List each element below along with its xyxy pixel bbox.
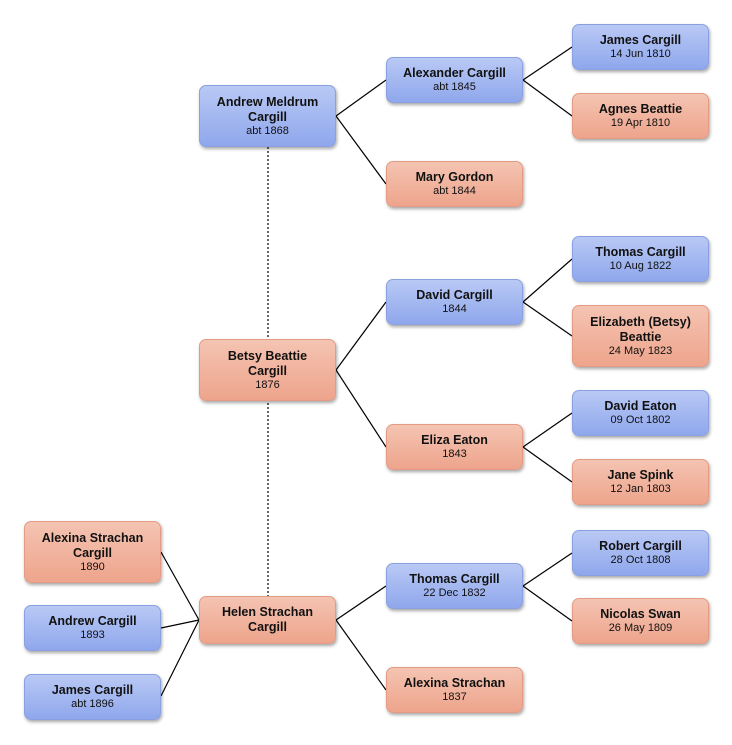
person-card-thomas-cargill-1822[interactable]: Thomas Cargill 10 Aug 1822 bbox=[572, 236, 709, 282]
person-name: David Eaton bbox=[604, 399, 677, 413]
person-date: 09 Oct 1802 bbox=[610, 414, 671, 426]
person-card-alexina-strachan[interactable]: Alexina Strachan 1837 bbox=[386, 667, 523, 713]
child-link bbox=[160, 619, 200, 629]
person-name: Andrew Cargill bbox=[48, 614, 137, 628]
person-date: abt 1845 bbox=[433, 81, 476, 93]
person-card-elizabeth-betsy-beattie[interactable]: Elizabeth (Betsy) Beattie 24 May 1823 bbox=[572, 305, 709, 367]
person-name: Cargill bbox=[248, 363, 287, 378]
person-name: Cargill bbox=[248, 109, 287, 124]
parent-link bbox=[522, 446, 573, 483]
person-name: Elizabeth (Betsy) bbox=[590, 314, 691, 329]
person-date: abt 1868 bbox=[246, 124, 289, 137]
person-name: Nicolas Swan bbox=[600, 607, 681, 621]
parent-link bbox=[335, 585, 387, 621]
person-card-thomas-cargill-1832[interactable]: Thomas Cargill 22 Dec 1832 bbox=[386, 563, 523, 609]
person-name: Helen Strachan bbox=[221, 605, 313, 619]
child-link bbox=[160, 619, 200, 697]
person-card-alexina-strachan-cargill[interactable]: Alexina Strachan Cargill 1890 bbox=[24, 521, 161, 583]
person-name: Mary Gordon bbox=[415, 170, 494, 184]
person-date: 22 Dec 1832 bbox=[423, 587, 486, 599]
person-card-david-cargill[interactable]: David Cargill 1844 bbox=[386, 279, 523, 325]
person-date: 1876 bbox=[255, 378, 280, 391]
person-card-alexander-cargill[interactable]: Alexander Cargill abt 1845 bbox=[386, 57, 523, 103]
person-name: Alexina Strachan bbox=[41, 530, 144, 545]
parent-link bbox=[522, 79, 573, 117]
person-name: Beattie bbox=[619, 329, 662, 344]
person-name: Jane Spink bbox=[607, 468, 674, 482]
parent-link bbox=[522, 552, 573, 587]
person-card-eliza-eaton[interactable]: Eliza Eaton 1843 bbox=[386, 424, 523, 470]
person-date: 14 Jun 1810 bbox=[610, 48, 671, 60]
person-name: Alexander Cargill bbox=[403, 66, 506, 80]
parent-link bbox=[522, 258, 573, 303]
person-date: 1843 bbox=[442, 448, 467, 460]
person-name: James Cargill bbox=[51, 683, 134, 697]
person-name: Thomas Cargill bbox=[409, 572, 500, 586]
parent-link bbox=[335, 301, 387, 371]
person-name: James Cargill bbox=[599, 33, 682, 47]
person-date: abt 1844 bbox=[433, 185, 476, 197]
parent-link bbox=[335, 369, 387, 448]
person-date: 24 May 1823 bbox=[608, 344, 673, 357]
person-date: 1893 bbox=[80, 629, 105, 641]
person-card-david-eaton[interactable]: David Eaton 09 Oct 1802 bbox=[572, 390, 709, 436]
parent-link bbox=[335, 619, 387, 691]
person-name: Betsy Beattie bbox=[227, 348, 308, 363]
person-name: Eliza Eaton bbox=[421, 433, 488, 447]
person-card-james-cargill-1810[interactable]: James Cargill 14 Jun 1810 bbox=[572, 24, 709, 70]
person-name: Cargill bbox=[73, 545, 112, 560]
person-date: 1890 bbox=[80, 560, 105, 573]
person-card-helen-strachan-cargill[interactable]: Helen Strachan Cargill bbox=[199, 596, 336, 644]
person-card-nicolas-swan[interactable]: Nicolas Swan 26 May 1809 bbox=[572, 598, 709, 644]
person-card-andrew-cargill[interactable]: Andrew Cargill 1893 bbox=[24, 605, 161, 651]
person-date: 28 Oct 1808 bbox=[610, 554, 671, 566]
child-link bbox=[160, 551, 200, 621]
person-date: abt 1896 bbox=[71, 698, 114, 710]
person-name: Alexina Strachan bbox=[403, 676, 506, 690]
person-card-robert-cargill[interactable]: Robert Cargill 28 Oct 1808 bbox=[572, 530, 709, 576]
parent-link bbox=[335, 115, 387, 185]
person-card-andrew-meldrum-cargill[interactable]: Andrew Meldrum Cargill abt 1868 bbox=[199, 85, 336, 147]
person-card-jane-spink[interactable]: Jane Spink 12 Jan 1803 bbox=[572, 459, 709, 505]
person-date: 26 May 1809 bbox=[608, 622, 673, 634]
parent-link bbox=[522, 585, 573, 622]
parent-link bbox=[522, 412, 573, 448]
person-date: 1844 bbox=[442, 303, 467, 315]
parent-link bbox=[522, 46, 573, 81]
person-date: 10 Aug 1822 bbox=[609, 260, 672, 272]
person-card-betsy-beattie-cargill[interactable]: Betsy Beattie Cargill 1876 bbox=[199, 339, 336, 401]
person-card-agnes-beattie[interactable]: Agnes Beattie 19 Apr 1810 bbox=[572, 93, 709, 139]
person-name: Andrew Meldrum bbox=[216, 94, 319, 109]
person-name: Cargill bbox=[248, 620, 287, 634]
person-card-james-cargill-1896[interactable]: James Cargill abt 1896 bbox=[24, 674, 161, 720]
person-name: Thomas Cargill bbox=[595, 245, 686, 259]
person-card-mary-gordon[interactable]: Mary Gordon abt 1844 bbox=[386, 161, 523, 207]
person-date: 19 Apr 1810 bbox=[610, 117, 671, 129]
person-name: David Cargill bbox=[416, 288, 493, 302]
person-name: Robert Cargill bbox=[599, 539, 682, 553]
parent-link bbox=[522, 301, 573, 337]
person-date: 12 Jan 1803 bbox=[610, 483, 671, 495]
person-name: Agnes Beattie bbox=[598, 102, 683, 116]
person-date: 1837 bbox=[442, 691, 467, 703]
parent-link bbox=[335, 79, 387, 117]
